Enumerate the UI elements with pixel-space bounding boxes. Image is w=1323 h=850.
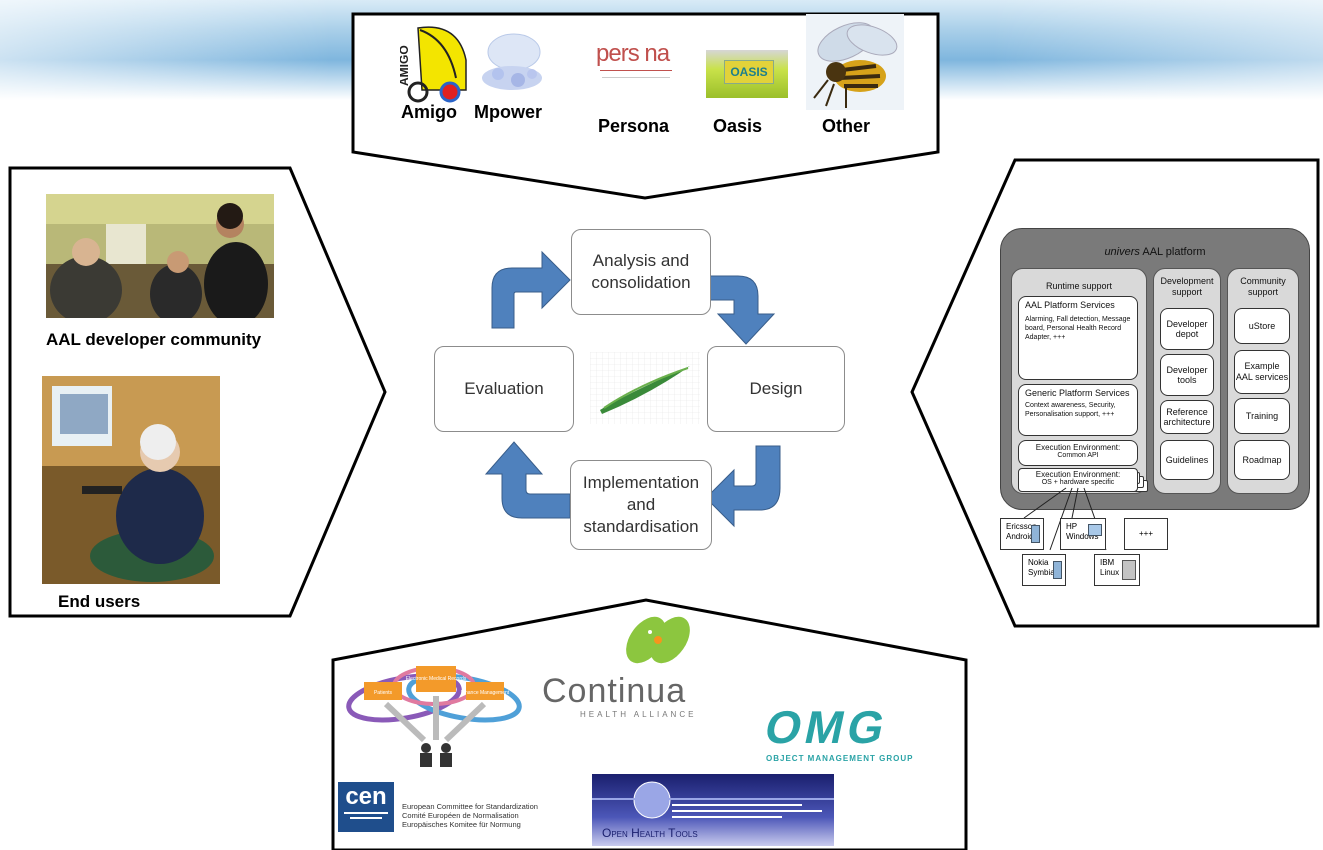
end-users-photo xyxy=(42,376,220,584)
open-health-tools-logo: Open Health Tools xyxy=(592,774,834,846)
continua-name: Continua xyxy=(542,672,687,710)
execution-environment-common-box: Execution Environment: Common API xyxy=(1018,440,1138,466)
platform-title: univers AAL platform xyxy=(1104,246,1206,258)
project-label-oasis: Oasis xyxy=(713,116,763,136)
generic-platform-services-box: Generic Platform Services Context awaren… xyxy=(1018,384,1138,436)
developer-community-photo xyxy=(46,194,274,326)
phone-icon xyxy=(1031,525,1040,543)
project-label-amigo: Amigo xyxy=(401,102,457,122)
arrow-evaluation-to-analysis xyxy=(491,250,571,329)
amigo-logo: AMIGO xyxy=(397,20,470,112)
continua-logo-mark xyxy=(626,616,690,664)
device-other: +++ xyxy=(1124,518,1168,550)
developer-depot-box: Developer depot xyxy=(1160,308,1214,350)
persona-logo: pers na xyxy=(596,20,676,96)
guidelines-box: Guidelines xyxy=(1160,440,1214,480)
reference-architecture-box: Reference architecture xyxy=(1160,400,1214,434)
development-title: Development support xyxy=(1160,276,1214,297)
oasis-logo: OASIS xyxy=(706,50,788,98)
ehr-label-records: Electronic Medical Records xyxy=(406,676,467,682)
cycle-step-implementation: Implementation and standardisation xyxy=(570,460,712,550)
cen-logo: cen xyxy=(338,782,394,832)
project-label-mpower: Mpower xyxy=(474,102,543,122)
aal-platform-services-box: AAL Platform Services Alarming, Fall det… xyxy=(1018,296,1138,380)
project-label-persona: Persona xyxy=(598,116,670,136)
server-icon xyxy=(1122,560,1136,580)
runtime-title: Runtime support xyxy=(1045,281,1113,291)
cycle-step-analysis: Analysis and consolidation xyxy=(571,229,711,315)
ehr-diagram: Patients Electronic Medical Records Fina… xyxy=(346,666,522,767)
ehr-label-patients: Patients xyxy=(374,690,393,696)
omg-logo: OMG OBJECT MANAGEMENT GROUP xyxy=(760,701,914,763)
arrow-implementation-to-evaluation xyxy=(484,441,571,519)
end-users-label: End users xyxy=(58,592,141,611)
cycle-step-design: Design xyxy=(707,346,845,432)
cycle-arrows xyxy=(484,250,781,528)
example-services-box: Example AAL services xyxy=(1234,350,1290,394)
universaal-swoosh-logo xyxy=(590,352,700,424)
ustore-box: uStore xyxy=(1234,308,1290,344)
cycle-step-evaluation: Evaluation xyxy=(434,346,574,432)
ehr-label-finance: Finance Management xyxy=(461,690,510,696)
training-box: Training xyxy=(1234,398,1290,434)
arrow-design-to-implementation xyxy=(705,445,781,528)
community-support-title: Community support xyxy=(1240,276,1286,297)
mpower-logo xyxy=(474,30,554,100)
arrow-analysis-to-design xyxy=(709,275,776,345)
svg-text:AMIGO: AMIGO xyxy=(400,45,411,86)
phone-icon xyxy=(1053,561,1062,579)
cen-name-lines: European Committee for Standardization C… xyxy=(402,802,538,829)
laptop-icon xyxy=(1088,524,1102,536)
continua-subtitle: HEALTH ALLIANCE xyxy=(580,710,697,719)
bee-logo xyxy=(806,14,904,110)
developer-community-label: AAL developer community xyxy=(46,330,262,349)
roadmap-box: Roadmap xyxy=(1234,440,1290,480)
project-label-other: Other xyxy=(822,116,871,136)
developer-tools-box: Developer tools xyxy=(1160,354,1214,396)
